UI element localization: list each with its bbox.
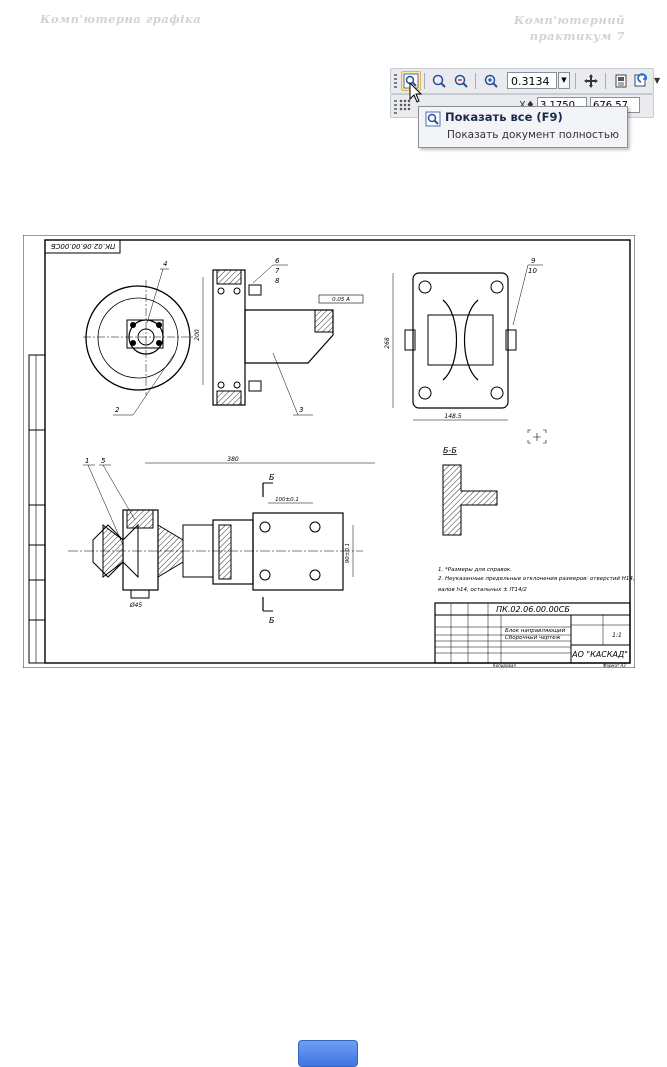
callout-3: 3 [299,406,303,414]
pan-icon[interactable] [581,71,601,91]
page-number-button[interactable] [298,1040,358,1067]
product-name-1: Блок направляющий [505,628,566,634]
show-all-tooltip: Показать все (F9) Показать документ полн… [418,106,628,148]
front-view: 200 0.05 А 4 2 3 6 7 8 [83,257,364,416]
stamp-code: ПК.02.06.00.00СБ [51,242,116,250]
zoom-previous-icon[interactable] [451,71,471,91]
note-2: 2. Неуказанные предельные отклонения раз… [438,576,635,582]
side-view: 268 148.5 9 10 [384,257,547,444]
cut-label-top: Б [269,473,275,482]
dim-vertical-front: 200 [194,329,201,341]
callout-9: 9 [531,257,536,265]
grid-icon[interactable] [399,99,411,111]
toolbar-separator [475,73,476,89]
tooltip-title: Показать все (F9) [445,110,563,124]
callout-7: 7 [275,267,280,275]
toolbar-grip[interactable] [394,74,397,88]
mouse-cursor-icon [409,82,423,103]
coord-x-icon: X♦ [519,100,535,111]
dim-hole: 100±0.1 [275,497,299,503]
callout-8: 8 [275,277,280,285]
toolbar-overflow-icon[interactable]: ▼ [654,76,661,85]
toolbar-separator [424,73,425,89]
note-3: валов h14, остальных ± IT14/2 [438,587,527,593]
technical-notes: 1. *Размеры для справок. 2. Неуказанные … [438,567,635,593]
section-label: Б-Б [443,446,457,455]
callout-2: 2 [115,406,120,414]
practicum-line-2: практикум 7 [529,29,625,43]
assembly-drawing: ПК.02.06.00.00СБ 200 0.05 А 4 2 [23,235,635,668]
product-name-2: Сборочный чертеж [505,635,561,641]
title-block: ПК.02.06.00.00СБ Блок направляющий Сборо… [434,602,631,668]
toolbar-row-1: 0.3134 ▼ [390,68,654,94]
sectional-view: 380 100±0.1 90±0.1 Ø45 1 5 Б Б [68,456,375,625]
zoom-in-icon[interactable] [481,71,501,91]
section-b-b: Б-Б [442,446,498,536]
refresh-icon[interactable] [631,71,651,91]
format-label: Формат А3 [603,663,626,668]
organization: АО "КАСКАД" [571,650,628,659]
toolbar-separator [605,73,606,89]
dim-shaft: Ø45 [129,602,143,609]
toolbar-separator [575,73,576,89]
callout-1: 1 [85,457,89,465]
callout-4: 4 [163,260,167,268]
tolerance-frame: 0.05 А [332,297,350,303]
callout-10: 10 [528,267,537,275]
show-all-icon[interactable] [401,71,421,91]
dim-left-side: 268 [384,337,391,349]
dim-length: 380 [227,456,239,463]
callout-6: 6 [275,257,280,265]
page-icon[interactable] [611,71,631,91]
show-all-icon [425,111,441,131]
title-code: ПК.02.06.00.00СБ [496,605,570,614]
zoom-window-icon[interactable] [429,71,449,91]
copied-label: Копировал [493,663,516,668]
course-title: Комп'ютерна графіка [40,12,202,26]
cut-label-bottom: Б [269,616,275,625]
note-1: 1. *Размеры для справок. [438,567,512,573]
zoom-input[interactable]: 0.3134 [507,72,557,89]
practicum-title: Комп'ютерний практикум 7 [514,12,625,44]
toolbar-grip[interactable] [394,100,397,114]
scale: 1:1 [612,632,622,639]
practicum-line-1: Комп'ютерний [513,13,625,27]
tooltip-description: Показать документ полностью [447,129,619,141]
dim-bottom-side: 148.5 [444,413,461,420]
zoom-dropdown-icon[interactable]: ▼ [558,72,570,89]
dim-height-right: 90±0.1 [345,543,351,563]
callout-5: 5 [101,457,106,465]
